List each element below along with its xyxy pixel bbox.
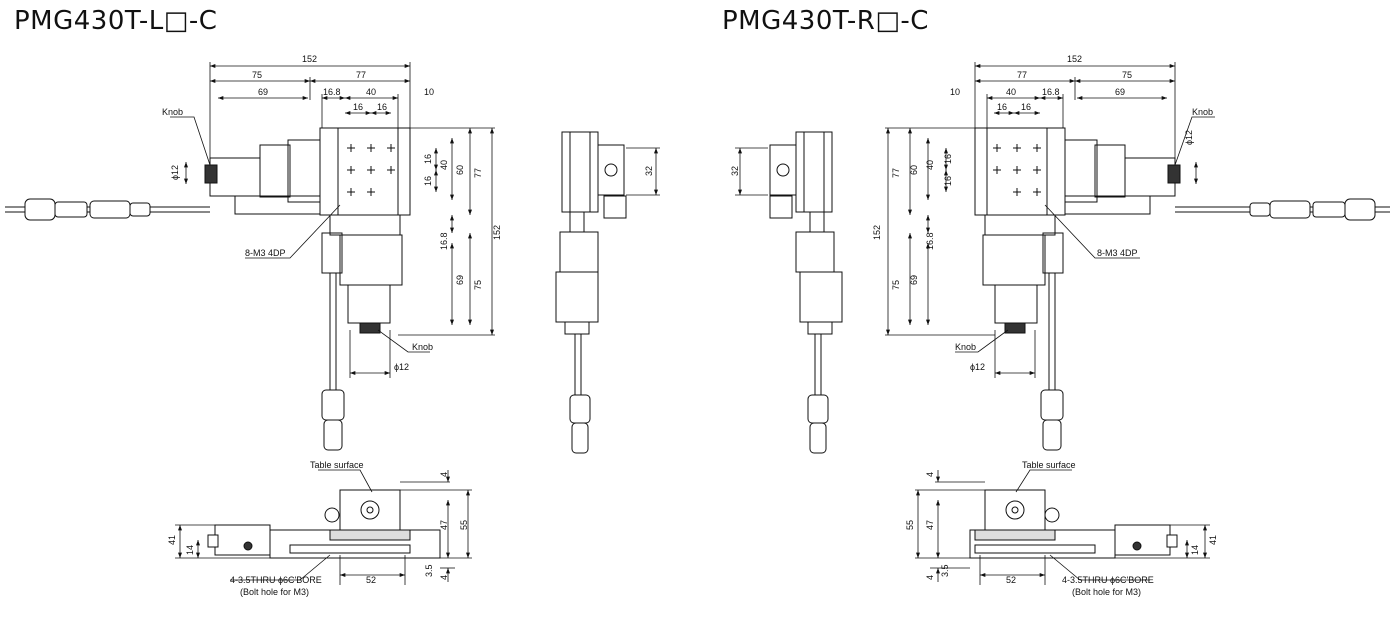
dim-16b-left: 16	[377, 102, 387, 112]
dim-77-vert-right: 77	[891, 168, 901, 178]
label-bolt-left: (Bolt hole for M3)	[240, 587, 309, 597]
dim-16a-left: 16	[353, 102, 363, 112]
dim-41-right: 41	[1208, 535, 1218, 545]
dim-4a-left: 4	[439, 472, 449, 477]
dim-40-right: 40	[1006, 87, 1016, 97]
label-m3-right: 8-M3 4DP	[1097, 248, 1138, 258]
dim-75-vert-left: 75	[473, 280, 483, 290]
dim-16-8-vert-right: 16.8	[925, 232, 935, 250]
table-holes-left	[347, 144, 395, 196]
dim-32-left-side: 32	[644, 166, 654, 176]
dim-152-vert-right: 152	[872, 225, 882, 240]
right-side-dim	[735, 147, 768, 196]
cable-connector-bottom-left	[321, 389, 345, 451]
right-side-view	[769, 131, 843, 454]
label-table-surface-left: Table surface	[310, 460, 364, 470]
dim-69-vert-left: 69	[455, 275, 465, 285]
dim-69-right: 69	[1115, 87, 1125, 97]
label-knob-right-top: Knob	[1192, 107, 1213, 117]
right-front-view	[969, 489, 1178, 559]
cable-connector-right	[1249, 198, 1376, 221]
dim-10-left: 10	[424, 87, 434, 97]
page-title-left: PMG430T-L□-C	[14, 6, 218, 36]
dim-14-left: 14	[185, 545, 195, 555]
dim-60-left: 60	[455, 165, 465, 175]
label-knob-left-bottom: Knob	[412, 342, 433, 352]
dim-16b-right: 16	[1021, 102, 1031, 112]
dim-16a-vert-right: 16	[943, 154, 953, 164]
dim-3-5-right: 3.5	[940, 564, 950, 577]
label-m3-left: 8-M3 4DP	[245, 248, 286, 258]
cable-connector-left	[24, 198, 151, 221]
left-front-dim-text: 41 14 47 55 4 3.5 4 52 Table surface 4-3…	[167, 460, 469, 597]
left-side-view	[555, 131, 627, 454]
dim-152-vert-left: 152	[492, 225, 502, 240]
dim-4b-left: 4	[439, 575, 449, 580]
dim-phi12-knob-left: ϕ12	[170, 165, 180, 180]
page-title-right: PMG430T-R□-C	[722, 6, 929, 36]
dim-3-5-left: 3.5	[424, 564, 434, 577]
dim-40-left: 40	[366, 87, 376, 97]
dim-40-vert-left: 40	[439, 160, 449, 170]
dim-52-left: 52	[366, 575, 376, 585]
label-knob-right-bottom: Knob	[955, 342, 976, 352]
dim-phi12-bottom-right: ϕ12	[970, 362, 985, 372]
dim-4a-right: 4	[925, 472, 935, 477]
label-thru-left: 4-3.5THRU ϕ6C'BORE	[230, 575, 322, 585]
dim-16b-vert-right: 16	[943, 176, 953, 186]
left-side-dim	[626, 147, 660, 196]
dim-77-right: 77	[1017, 70, 1027, 80]
dim-16b-vert-left: 16	[423, 176, 433, 186]
dim-10-right: 10	[950, 87, 960, 97]
left-front-view	[207, 489, 441, 559]
table-holes-right	[993, 144, 1041, 196]
label-bolt-right: (Bolt hole for M3)	[1072, 587, 1141, 597]
dim-55-left: 55	[459, 520, 469, 530]
right-top-view	[974, 127, 1390, 451]
right-top-dimensions	[885, 62, 1215, 378]
dim-55-right: 55	[905, 520, 915, 530]
dim-69-left: 69	[258, 87, 268, 97]
right-front-dims	[915, 469, 1210, 585]
cable-connector-bottom-right	[1040, 389, 1064, 451]
dim-16a-vert-left: 16	[423, 154, 433, 164]
right-front-dim-text: 41 14 47 55 4 3.5 4 52 Table surface 4-3…	[905, 460, 1218, 597]
dim-16a-right: 16	[997, 102, 1007, 112]
dim-75-vert-right: 75	[891, 280, 901, 290]
dim-16-8-left: 16.8	[323, 87, 341, 97]
dim-16-8-vert-left: 16.8	[439, 232, 449, 250]
dim-152-right: 152	[1067, 54, 1082, 64]
dim-47-left: 47	[439, 520, 449, 530]
right-top-dim-text: 152 77 75 69 16.8 40 10 16 16 ϕ12 Knob 8…	[872, 54, 1213, 372]
dim-4b-right: 4	[925, 575, 935, 580]
left-top-view	[5, 127, 411, 451]
label-table-surface-right: Table surface	[1022, 460, 1076, 470]
dim-14-right: 14	[1190, 545, 1200, 555]
dim-69-vert-right: 69	[909, 275, 919, 285]
dim-phi12-bottom-left: ϕ12	[394, 362, 409, 372]
left-top-dimensions	[170, 62, 495, 378]
dim-phi12-knob-right: ϕ12	[1184, 130, 1194, 145]
dim-40-vert-right: 40	[925, 160, 935, 170]
dim-75-right: 75	[1122, 70, 1132, 80]
left-top-dim-text: 152 75 77 69 16.8 40 10 16 16 ϕ12 Knob 8…	[162, 54, 502, 372]
dim-32-right-side: 32	[730, 166, 740, 176]
dim-75-left: 75	[252, 70, 262, 80]
dim-77-vert-left: 77	[473, 168, 483, 178]
label-knob-left-top: Knob	[162, 107, 183, 117]
dim-60-right: 60	[909, 165, 919, 175]
dim-77-left: 77	[356, 70, 366, 80]
label-thru-right: 4-3.5THRU ϕ6C'BORE	[1062, 575, 1154, 585]
dim-16-8-right: 16.8	[1042, 87, 1060, 97]
dim-41-left: 41	[167, 535, 177, 545]
dim-47-right: 47	[925, 520, 935, 530]
dim-52-right: 52	[1006, 575, 1016, 585]
left-front-dims	[175, 469, 472, 585]
dim-152-left: 152	[302, 54, 317, 64]
